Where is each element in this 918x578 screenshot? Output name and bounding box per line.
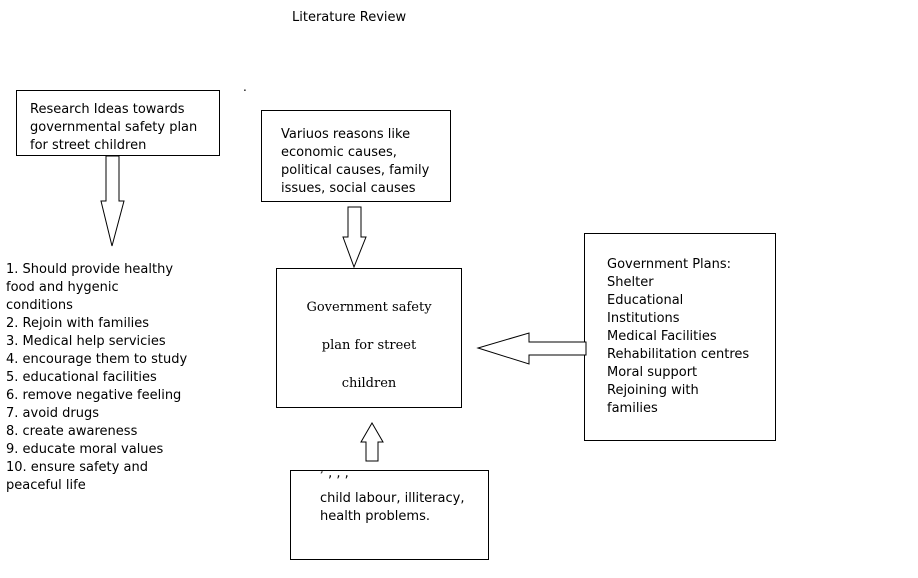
government-plan-item: families (607, 401, 658, 416)
problems-line: health problems. (320, 509, 430, 524)
reasons-line: economic causes, (281, 145, 397, 160)
page-title: Literature Review (292, 10, 407, 25)
problems-line: child labour, illiteracy, (320, 491, 465, 506)
recommendations-list: 1. Should provide healthy food and hygen… (6, 261, 206, 495)
arrow-down-research (100, 155, 125, 247)
government-plan-item: Rejoining with (607, 383, 699, 398)
government-plans-heading: Government Plans: (607, 257, 732, 272)
government-plan-item: Institutions (607, 311, 680, 326)
reasons-line: issues, social causes (281, 181, 416, 196)
research-line: Research Ideas towards (30, 102, 185, 117)
list-item: 5. educational facilities (6, 370, 157, 385)
arrow-left-government (476, 332, 587, 365)
list-item: peaceful life (6, 478, 86, 493)
list-item: 8. create awareness (6, 424, 138, 439)
list-item: 7. avoid drugs (6, 406, 100, 421)
list-item: conditions (6, 298, 73, 313)
government-plan-item: Shelter (607, 275, 654, 290)
government-plan-item: Educational (607, 293, 684, 308)
research-line: governmental safety plan (30, 120, 198, 135)
arrow-down-reasons (342, 206, 367, 269)
reasons-box: Variuos reasons like economic causes, po… (261, 110, 451, 202)
list-item: 3. Medical help servicies (6, 334, 166, 349)
government-plans-box: Government Plans: Shelter Educational In… (584, 233, 776, 441)
problems-box: ˒ , , , child labour, illiteracy, health… (290, 470, 489, 560)
list-item: 1. Should provide healthy (6, 262, 174, 277)
problems-cut-line: ˒ , , , (320, 470, 349, 481)
list-item: food and hygenic (6, 280, 119, 295)
research-line: for street children (30, 138, 147, 153)
list-item: 2. Rejoin with families (6, 316, 150, 331)
center-line: plan for street (321, 338, 417, 353)
safety-plan-box: Government safety plan for street childr… (276, 268, 462, 408)
center-line: children (341, 376, 397, 391)
list-item: 4. encourage them to study (6, 352, 188, 367)
research-ideas-box: Research Ideas towards governmental safe… (16, 90, 220, 156)
list-item: 10. ensure safety and (6, 460, 148, 475)
reasons-line: political causes, family (281, 163, 430, 178)
arrow-up-problems (360, 422, 384, 462)
government-plan-item: Rehabilitation centres (607, 347, 750, 362)
government-plan-item: Moral support (607, 365, 698, 380)
center-line: Government safety (306, 300, 432, 315)
list-item: 9. educate moral values (6, 442, 164, 457)
list-item: 6. remove negative feeling (6, 388, 182, 403)
reasons-line: Variuos reasons like (281, 127, 411, 142)
stray-dot: . (243, 80, 247, 94)
government-plan-item: Medical Facilities (607, 329, 717, 344)
